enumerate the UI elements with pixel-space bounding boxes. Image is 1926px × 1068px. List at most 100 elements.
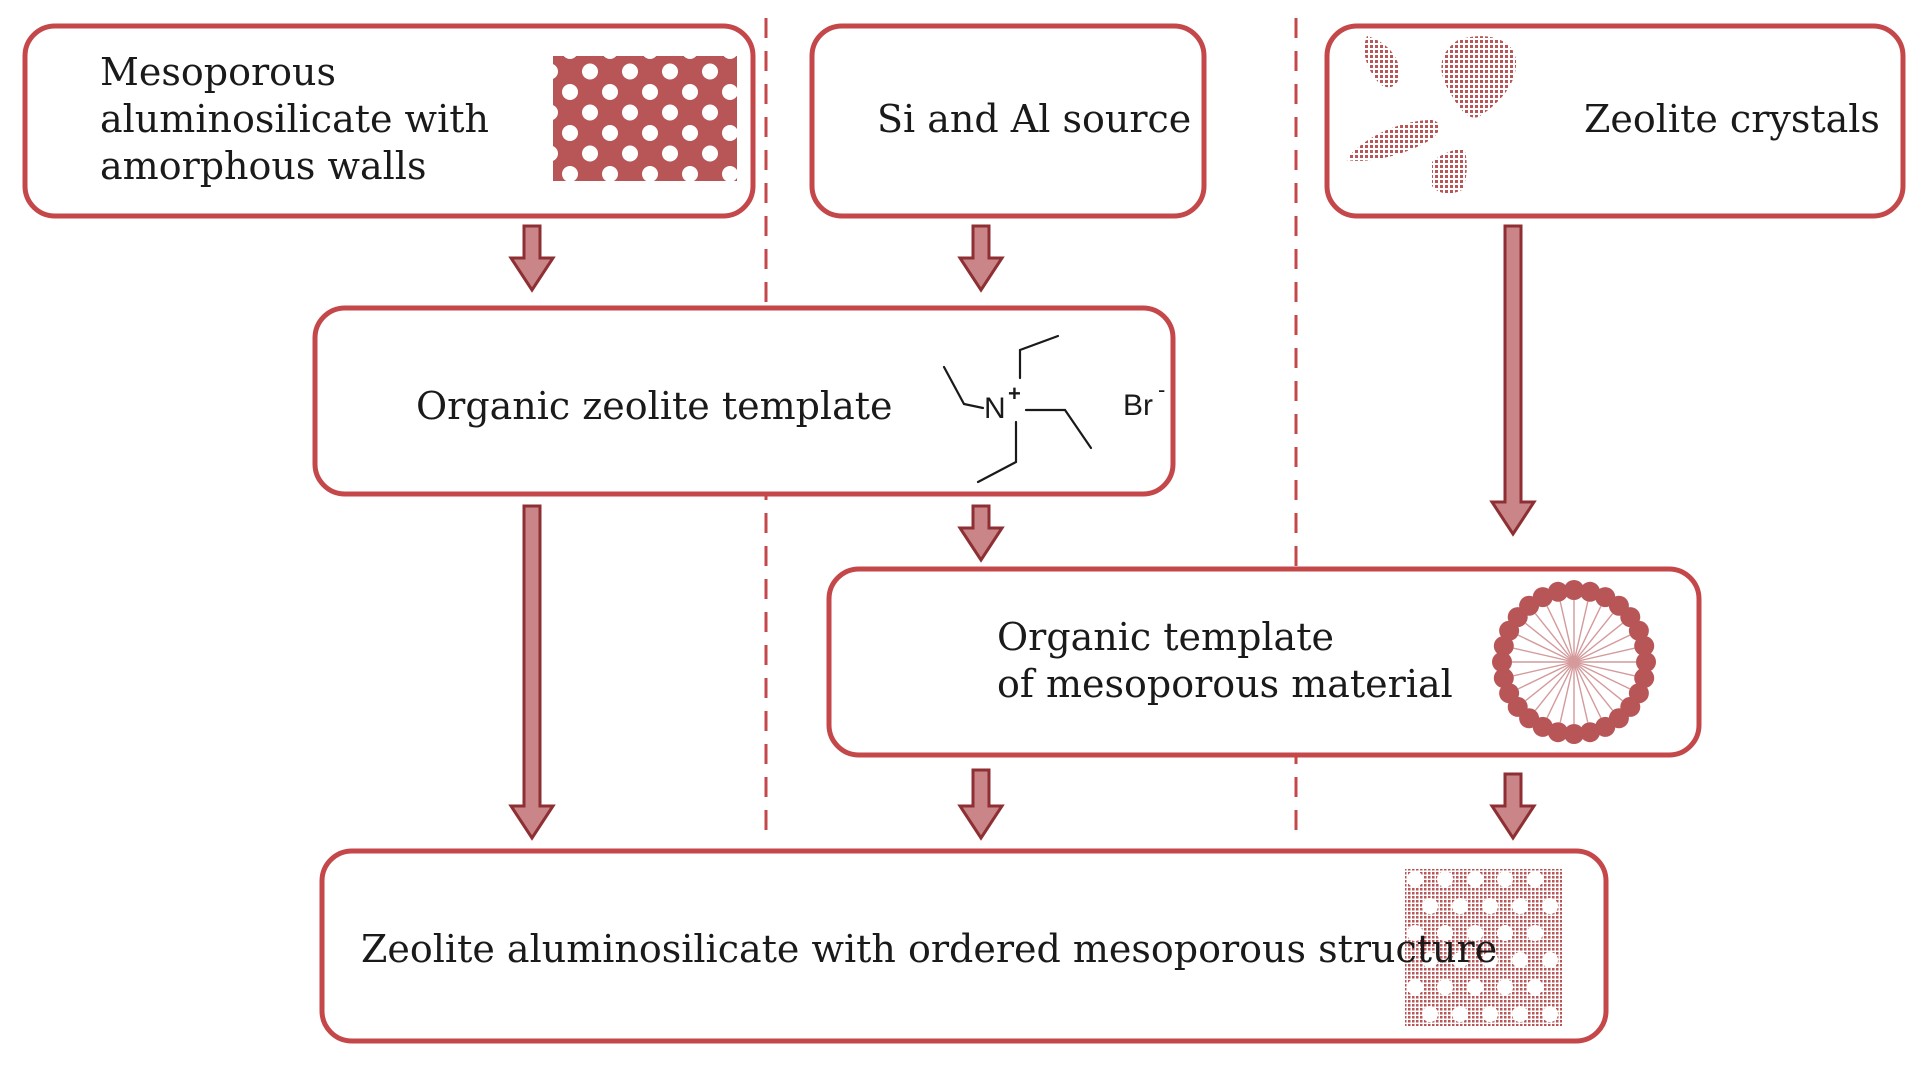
box-organic-zeolite-template [312, 305, 1176, 497]
mesoporous-line-1: Mesoporous [100, 50, 336, 94]
mesopore [1482, 1006, 1498, 1022]
mesopore [1497, 979, 1513, 995]
mesopore [1422, 952, 1438, 968]
micelle-tail [1573, 661, 1635, 677]
nitrogen-charge-label: + [1008, 381, 1021, 406]
micelle-head [1628, 620, 1649, 641]
nitrogen-atom-label: N [984, 392, 1006, 425]
micelle-tail [1534, 661, 1575, 711]
bromide-charge-label: - [1158, 377, 1165, 402]
box-organic-template-mesoporous [826, 566, 1702, 758]
micelle-tail [1573, 601, 1589, 663]
arrow-source-to-template [957, 224, 1005, 293]
micelle-tail [1573, 613, 1614, 663]
arrow-crystals-column-to-result [1489, 772, 1537, 841]
box-result [319, 848, 1609, 1044]
micelle-head [1634, 635, 1655, 656]
mesopore [1542, 1006, 1558, 1022]
micelle-head [1595, 716, 1616, 737]
micelle-head [1564, 724, 1584, 744]
mesopore [1527, 871, 1543, 887]
mesopore [1407, 979, 1423, 995]
mesopore [1437, 925, 1453, 941]
micelle-tail [1513, 661, 1575, 677]
arrow-template-to-result [508, 504, 556, 841]
micelle-tail [1573, 661, 1614, 711]
mesopore [1512, 952, 1528, 968]
micelle-tail [1573, 661, 1589, 723]
micelle-tail [1525, 622, 1575, 663]
micelle-head [1580, 581, 1601, 602]
micelle-head [1636, 652, 1656, 672]
organic-template-line-2: of mesoporous material [997, 662, 1453, 706]
micelle-tail [1546, 661, 1575, 719]
micelle-head [1532, 587, 1553, 608]
si-al-source-label: Si and Al source [877, 97, 1192, 141]
mesopore [1512, 1006, 1528, 1022]
micelle-tail [1525, 661, 1575, 702]
micelle-head [1564, 580, 1584, 600]
micelle-tail [1559, 601, 1575, 663]
mesopore [1482, 952, 1498, 968]
mesopore [1542, 898, 1558, 914]
mesopore [1437, 979, 1453, 995]
micelle-head [1499, 683, 1520, 704]
mesopore [1407, 871, 1423, 887]
mesopore [1422, 1006, 1438, 1022]
arrow-mesoporous-template-to-result [957, 768, 1005, 841]
micelle-tail [1573, 661, 1623, 702]
organic-template-line-1: Organic template [997, 615, 1334, 659]
mesoporous-aluminosilicate-label: Mesoporous aluminosilicate with amorphou… [100, 49, 489, 190]
micelle-tail [1534, 613, 1575, 663]
micelle-head [1547, 581, 1568, 602]
arrow-mesoporous-to-template [508, 224, 556, 293]
box-si-al-source [809, 23, 1207, 219]
mesopore [1467, 979, 1483, 995]
micelle-head [1493, 635, 1514, 656]
zeolite-crystals-label: Zeolite crystals [1584, 97, 1880, 141]
mesopore [1482, 898, 1498, 914]
arrow-template-to-mesoporous-template [957, 504, 1005, 563]
micelle-icon [1492, 580, 1656, 744]
micelle-head [1634, 668, 1655, 689]
mesopore [1467, 925, 1483, 941]
micelle-tail [1559, 661, 1575, 723]
micelle-tail [1573, 647, 1635, 663]
micelle-tail [1546, 605, 1575, 663]
mesopore [1497, 871, 1513, 887]
mesopore [1512, 898, 1528, 914]
bromide-label: Br [1123, 389, 1153, 422]
mesopore [1437, 871, 1453, 887]
arrow-crystals-to-result [1489, 224, 1537, 537]
mesopore [1527, 979, 1543, 995]
mesopore [1422, 898, 1438, 914]
micelle-head [1547, 722, 1568, 743]
ordered-mesoporous-zeolite-icon [1405, 869, 1562, 1026]
micelle-head [1580, 722, 1601, 743]
micelle-tail [1573, 605, 1602, 663]
mesopore [1467, 871, 1483, 887]
micelle-tail [1573, 661, 1602, 719]
tetraethylammonium-bromide-icon: N + Br - [942, 334, 1165, 484]
micelle-tail [1517, 634, 1575, 663]
organic-template-mesoporous-label: Organic template of mesoporous material [997, 614, 1453, 708]
organic-zeolite-template-label: Organic zeolite template [416, 384, 893, 428]
micelle-tail [1573, 661, 1631, 690]
result-label: Zeolite aluminosilicate with ordered mes… [361, 927, 1498, 971]
mesopore [1452, 1006, 1468, 1022]
mesopore [1407, 925, 1423, 941]
mesopore [1497, 925, 1513, 941]
micelle-tail [1517, 661, 1575, 690]
mesopore [1542, 952, 1558, 968]
mesopore [1452, 898, 1468, 914]
mesoporous-line-3: amorphous walls [100, 144, 427, 188]
micelle-head [1493, 668, 1514, 689]
hexagonal-pore-pattern-icon [553, 56, 737, 181]
micelle-head [1492, 652, 1512, 672]
mesopore [1452, 952, 1468, 968]
mesoporous-line-2: aluminosilicate with [100, 97, 489, 141]
micelle-tail [1573, 622, 1623, 663]
mesopore [1527, 925, 1543, 941]
